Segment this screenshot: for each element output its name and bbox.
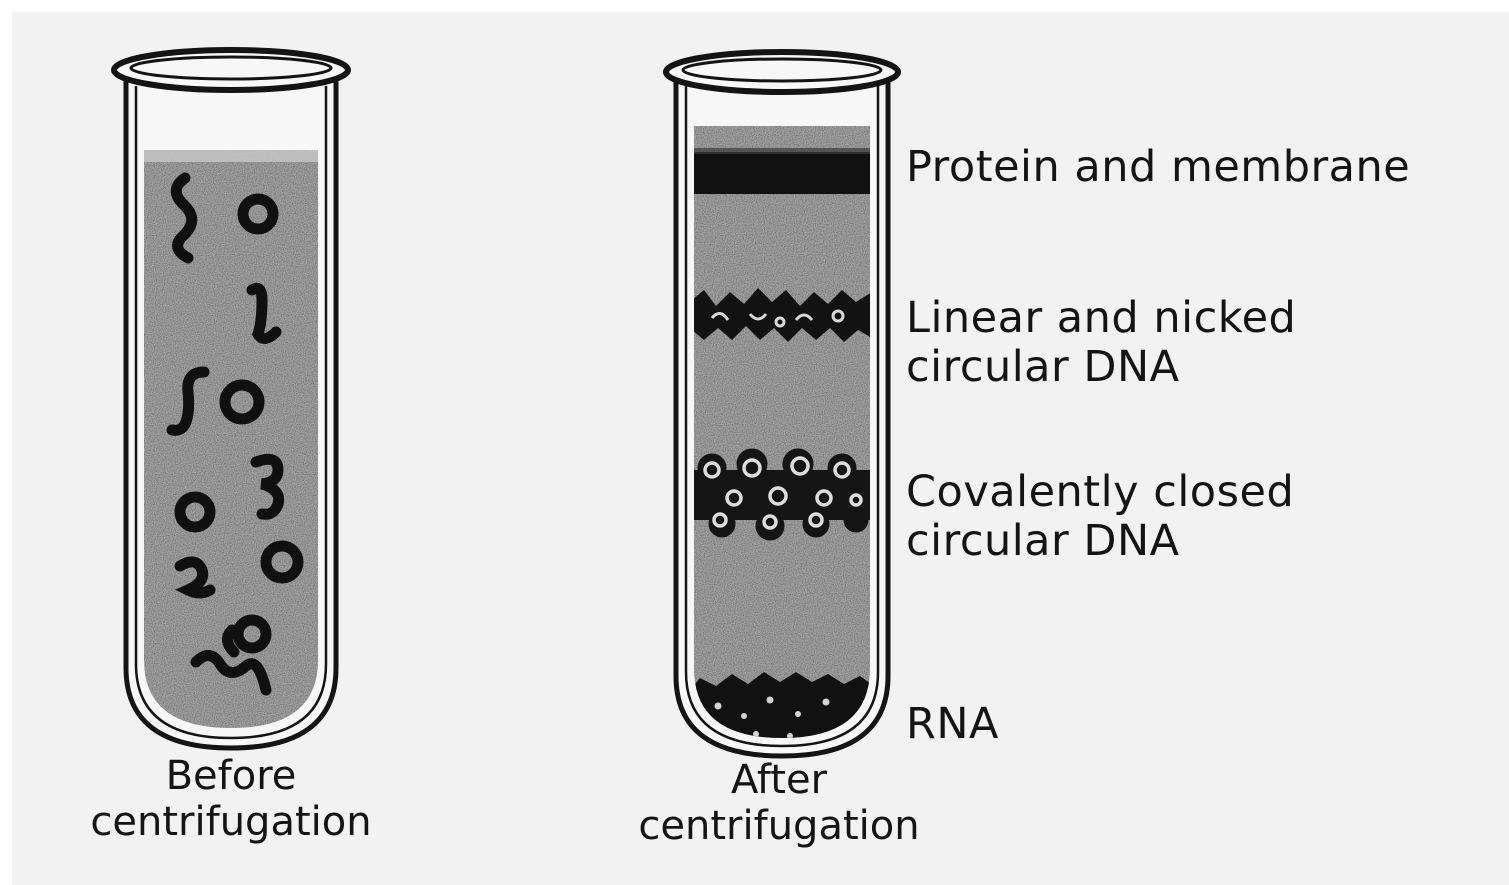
rna-label-line-1: RNA <box>906 700 999 749</box>
before-caption-line-2: centrifugation <box>40 800 422 846</box>
protein-band <box>690 152 874 194</box>
after-tube-caption: After centrifugation <box>588 758 970 849</box>
after-caption-line-2: centrifugation <box>588 804 970 850</box>
protein-label-line-1: Protein and membrane <box>906 143 1410 192</box>
after-caption-line-1: After <box>588 758 970 804</box>
before-tube-caption: Before centrifugation <box>40 754 422 845</box>
before-tube <box>114 50 348 748</box>
before-caption-line-1: Before <box>40 754 422 800</box>
linear-label-line-1: Linear and nicked <box>906 294 1296 343</box>
protein-band-label: Protein and membrane <box>906 143 1410 192</box>
after-tube <box>666 52 898 760</box>
linear-label-line-2: circular DNA <box>906 343 1296 392</box>
rna-pellet-label: RNA <box>906 700 999 749</box>
covalent-label-line-2: circular DNA <box>906 517 1294 566</box>
after-tube-fluid <box>690 124 874 744</box>
covalent-label-line-1: Covalently closed <box>906 468 1294 517</box>
linear-dna-band-label: Linear and nicked circular DNA <box>906 294 1296 392</box>
covalent-dna-band-label: Covalently closed circular DNA <box>906 468 1294 566</box>
linear-dna-strand <box>227 630 234 652</box>
